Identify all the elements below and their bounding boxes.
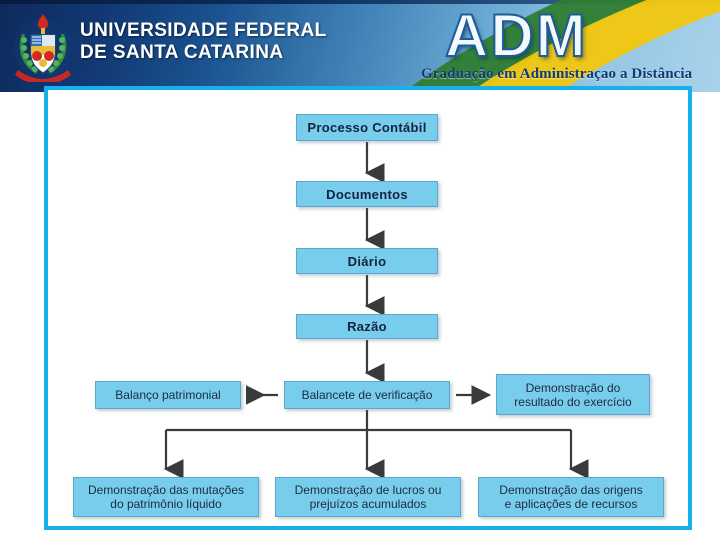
node-demonstracao-mutacoes[interactable]: Demonstração das mutações do patrimônio … bbox=[73, 477, 259, 517]
node-documentos[interactable]: Documentos bbox=[296, 181, 438, 207]
banner-top-stripe bbox=[0, 0, 720, 4]
node-demonstracao-origens[interactable]: Demonstração das origens e aplicações de… bbox=[478, 477, 664, 517]
brazil-swoosh-decoration bbox=[403, 0, 720, 92]
node-diario[interactable]: Diário bbox=[296, 248, 438, 274]
node-balanco-patrimonial[interactable]: Balanço patrimonial bbox=[95, 381, 241, 409]
node-demonstracao-resultado[interactable]: Demonstração do resultado do exercício bbox=[496, 374, 650, 415]
node-processo-contabil[interactable]: Processo Contábil bbox=[296, 114, 438, 141]
node-razao[interactable]: Razão bbox=[296, 314, 438, 339]
ufsc-crest-icon bbox=[14, 14, 72, 82]
university-name: UNIVERSIDADE FEDERAL DE SANTA CATARINA bbox=[80, 20, 327, 63]
program-subtitle: Graduação em Administraçao a Distância bbox=[421, 66, 693, 82]
node-balancete-verificacao[interactable]: Balancete de verificação bbox=[284, 381, 450, 409]
adm-logo: ADM bbox=[444, 2, 588, 69]
page-header-banner: UNIVERSIDADE FEDERAL DE SANTA CATARINA A… bbox=[0, 0, 720, 92]
node-demonstracao-lucros[interactable]: Demonstração de lucros ou prejuízos acum… bbox=[275, 477, 461, 517]
